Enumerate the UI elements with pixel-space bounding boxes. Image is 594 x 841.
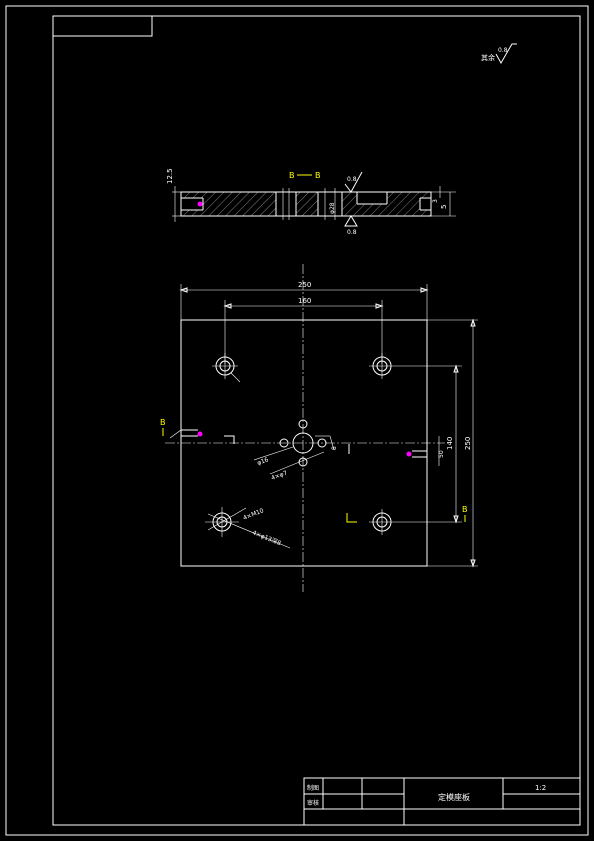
- left-marker-dot: [197, 431, 203, 437]
- section-step-dim: 5: [440, 205, 448, 209]
- section-roughness-bottom-icon: [344, 215, 358, 227]
- section-step: [357, 192, 387, 204]
- lower-left-note-1: 4×M10: [242, 507, 265, 522]
- plan-view: 250 160 250 140 50: [160, 264, 478, 592]
- section-label-right: B: [315, 171, 321, 180]
- center-right-dim: 8: [331, 446, 338, 450]
- section-view: B B: [166, 168, 456, 236]
- center-hole-note: φ16: [256, 456, 269, 467]
- section-label-left: B: [289, 171, 295, 180]
- roughness-value: 0.8: [498, 47, 508, 54]
- overall-width-dim: 250: [298, 281, 311, 289]
- right-marker-dot: [406, 451, 412, 457]
- hole-top-right: [369, 353, 395, 379]
- overall-height-dim: 250: [464, 437, 472, 450]
- section-inner-dim: 3: [432, 199, 439, 203]
- section-thickness-dim: 12.5: [166, 168, 174, 184]
- sheet-outer-border: [5, 5, 589, 836]
- section-roughness-bottom: 0.8: [347, 229, 357, 236]
- hole-spacing-dim: 160: [298, 297, 311, 305]
- top-left-code-box: [52, 15, 153, 37]
- roughness-check-icon: [495, 43, 517, 65]
- hole-top-left: [212, 353, 241, 383]
- section-roughness-top: 0.8: [347, 176, 357, 183]
- title-row2-label: 审核: [307, 799, 319, 807]
- section-center-dim: φ28: [329, 202, 336, 214]
- section-outline: [180, 191, 432, 217]
- section-marker-dot: [197, 201, 203, 207]
- section-left-bore: [181, 198, 203, 210]
- center-hole: [253, 419, 335, 475]
- title-row1-label: 制图: [307, 784, 319, 792]
- general-roughness-symbol: 其余 0.8: [481, 43, 517, 65]
- section-right-bore: [420, 198, 431, 210]
- lower-left-note-2: 4×φ13深8: [251, 528, 282, 547]
- section-hatch: [181, 192, 431, 216]
- corner-mark: [346, 513, 357, 523]
- hole-bottom-right: [369, 509, 395, 535]
- section-center-bore: [318, 192, 342, 216]
- center-bolt-note: 4×φ7: [270, 470, 288, 482]
- roughness-label: 其余: [481, 53, 495, 62]
- section-mark-right: B: [462, 505, 468, 514]
- title-block: 制图 审核 定模座板 1:2: [303, 777, 581, 826]
- vertical-hole-spacing-dim: 140: [446, 437, 454, 450]
- hole-bottom-left: [205, 507, 291, 549]
- section-mark-left: B: [160, 418, 166, 427]
- drawing-scale: 1:2: [535, 784, 546, 792]
- section-hole-1: [276, 192, 296, 216]
- sheet-inner-border: [52, 15, 581, 826]
- right-small-dim: 50: [438, 450, 445, 458]
- section-roughness-top-icon: [344, 171, 363, 193]
- part-name: 定模座板: [438, 792, 470, 802]
